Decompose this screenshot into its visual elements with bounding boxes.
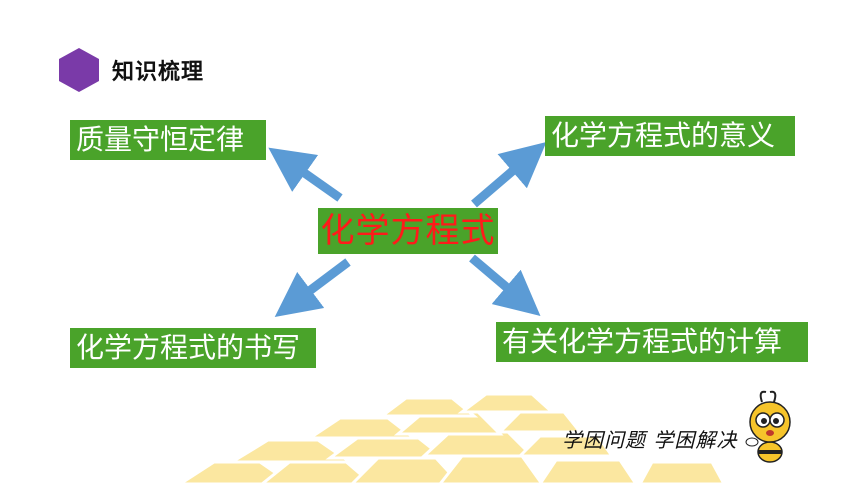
arrow-to-top-right: [471, 141, 547, 208]
slogan-text: 学困问题 学困解决: [562, 428, 738, 452]
node-center: 化学方程式: [318, 208, 498, 254]
arrow-to-bottom-left: [274, 258, 351, 317]
arrow-to-bottom-right: [469, 254, 541, 316]
section-header: 知识梳理: [58, 46, 204, 94]
bee-mascot-icon: [745, 390, 791, 463]
node-top-left: 质量守恒定律: [70, 120, 266, 160]
node-bottom-left: 化学方程式的书写: [70, 328, 316, 368]
hexagon-icon: [59, 48, 99, 92]
section-title: 知识梳理: [112, 60, 205, 85]
node-top-right: 化学方程式的意义: [545, 116, 795, 156]
node-bottom-right: 有关化学方程式的计算: [496, 322, 808, 362]
arrow-to-top-left: [268, 147, 343, 202]
